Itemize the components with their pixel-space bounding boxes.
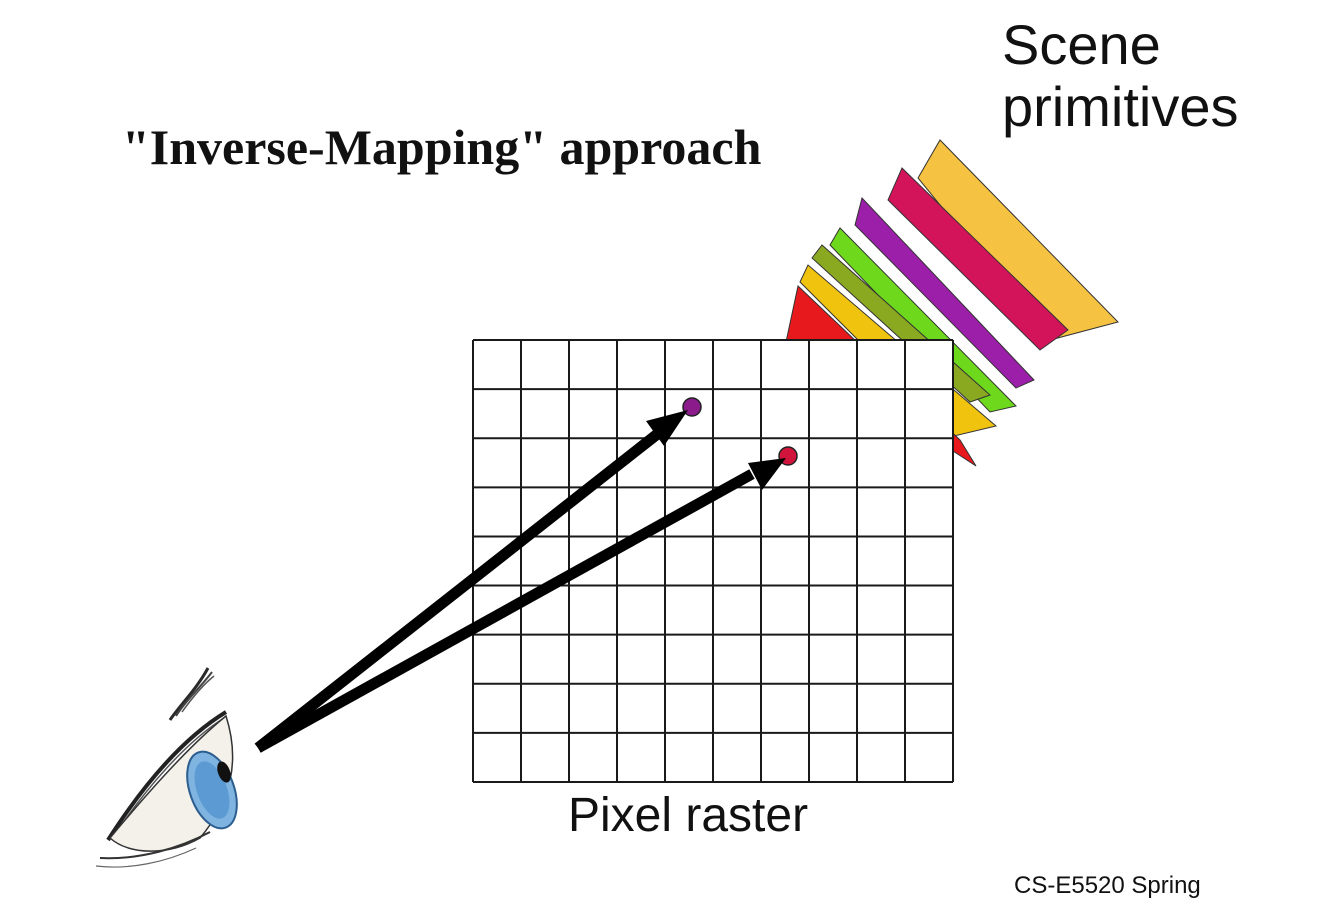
ray-to-red-pixel — [255, 469, 755, 753]
pixel-sample-purple — [682, 397, 702, 417]
pixel-raster-label: Pixel raster — [568, 789, 809, 842]
primitive-crimson — [887, 167, 1069, 351]
view-rays — [254, 410, 786, 753]
scene-primitives-label: Scene primitives — [1002, 14, 1238, 138]
scene-label-line2: primitives — [1002, 75, 1239, 138]
eye-icon — [95, 667, 238, 868]
ray-arrowhead-purple — [646, 410, 688, 446]
ray-to-purple-pixel — [254, 427, 664, 753]
ray-arrowhead-red — [748, 458, 786, 490]
pixel-raster-grid — [472, 339, 954, 783]
approach-title: "Inverse-Mapping" approach — [122, 119, 762, 175]
primitive-purple — [854, 196, 1035, 389]
scene-label-line1: Scene — [1002, 13, 1161, 76]
course-footer: CS-E5520 Spring — [1014, 872, 1201, 899]
